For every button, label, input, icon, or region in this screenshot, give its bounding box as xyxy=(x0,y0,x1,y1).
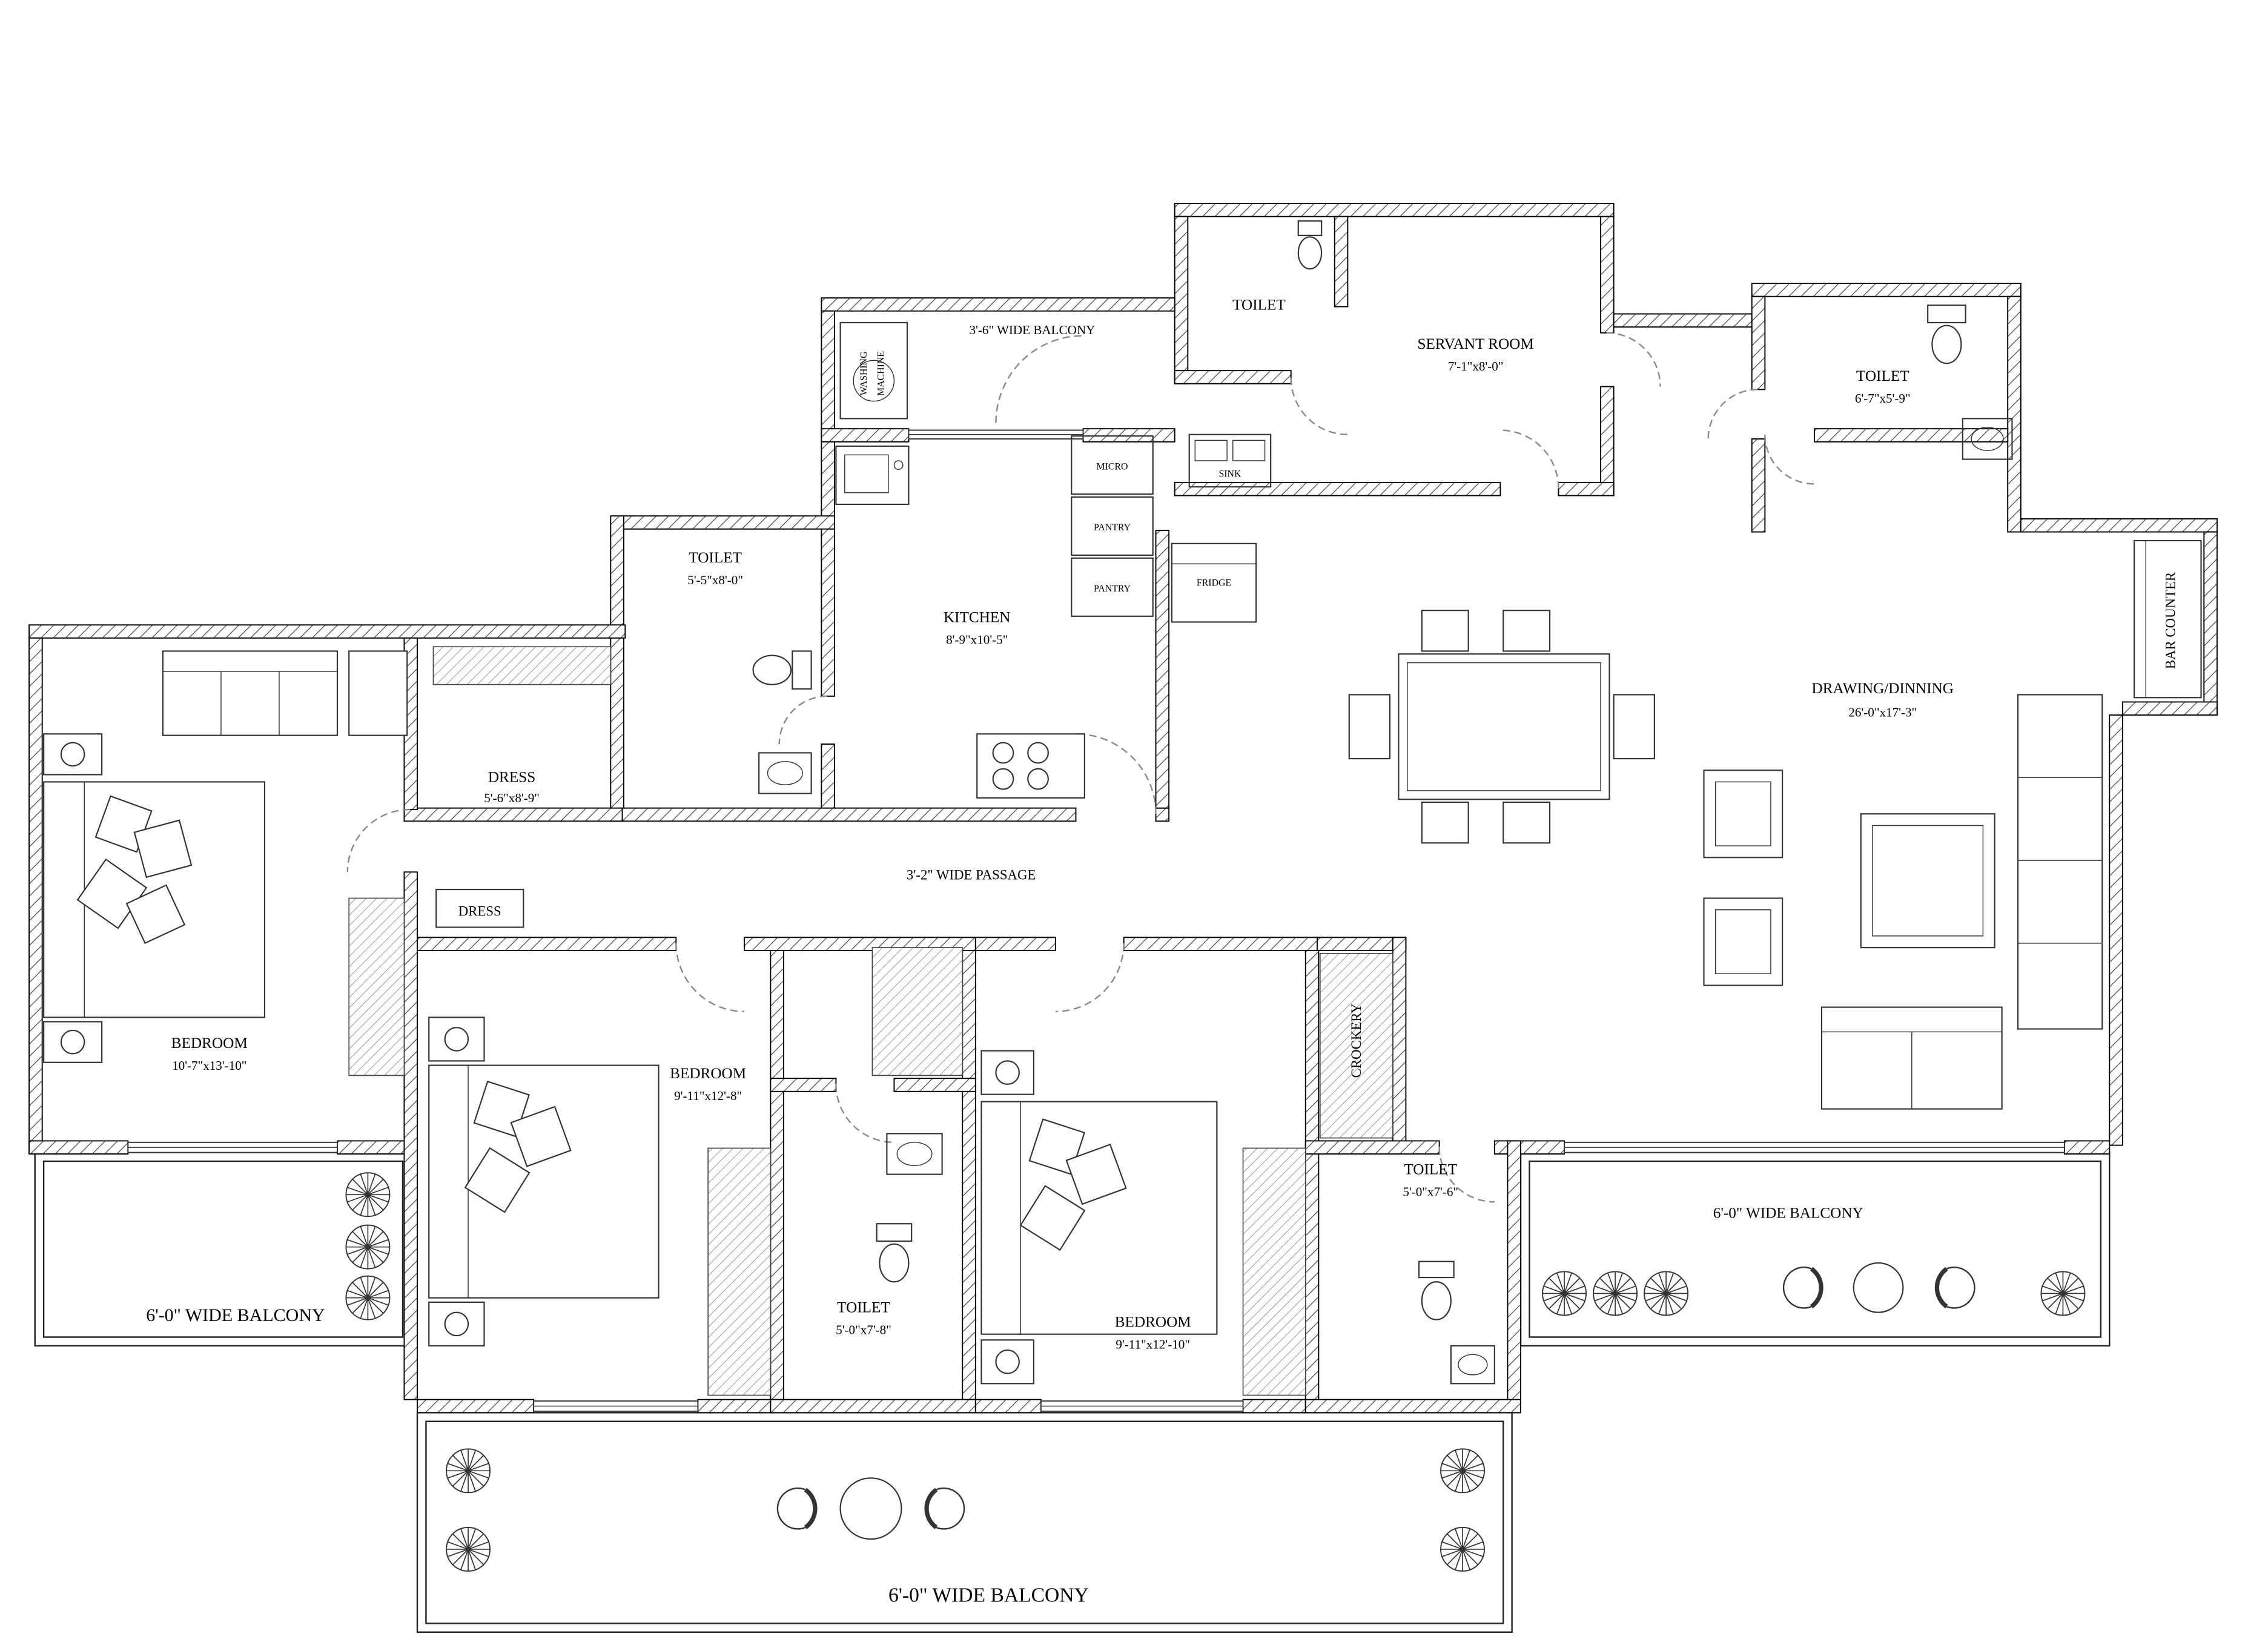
plants-and-patio xyxy=(345,1172,2086,1572)
room-dims-dress-main: 5'-6"x8'-9" xyxy=(484,791,540,805)
label-washing-line2: MACHINE xyxy=(876,351,887,396)
room-label-toilet-mid: TOILET xyxy=(837,1300,890,1316)
label-bar-counter: BAR COUNTER xyxy=(2163,572,2178,669)
room-label-toilet-right: TOILET xyxy=(1404,1162,1457,1178)
sliding-windows xyxy=(127,429,2065,1412)
label-crockery: CROCKERY xyxy=(1349,1003,1364,1078)
label-micro: MICRO xyxy=(1097,461,1128,472)
furniture-bedroom-mid xyxy=(428,1017,660,1346)
label-sink: SINK xyxy=(1218,469,1241,479)
room-dims-toilet-right: 5'-0"x7'-6" xyxy=(1403,1185,1458,1199)
furniture-bedroom-left xyxy=(43,650,408,1063)
label-pantry-1: PANTRY xyxy=(1094,522,1131,533)
label-pantry-2: PANTRY xyxy=(1094,584,1131,594)
door-swings xyxy=(346,332,1814,1203)
room-label-drawing-dining: DRAWING/DINNING xyxy=(1812,681,1954,697)
room-dims-bedroom-mid: 9'-11"x12'-8" xyxy=(674,1089,742,1103)
furniture-bedroom-right xyxy=(980,1050,1218,1385)
label-fridge: FRIDGE xyxy=(1197,578,1231,588)
room-label-bedroom-mid: BEDROOM xyxy=(670,1066,746,1082)
room-dims-drawing-dining: 26'-0"x17'-3" xyxy=(1848,705,1917,719)
room-dims-kitchen: 8'-9"x10'-5" xyxy=(946,632,1008,647)
room-label-bedroom-left: BEDROOM xyxy=(171,1035,248,1052)
furniture-kitchen xyxy=(835,321,1272,799)
dress-box xyxy=(435,889,524,928)
room-label-servant-toilet: TOILET xyxy=(1232,297,1286,313)
room-label-toilet-top-right: TOILET xyxy=(1856,368,1909,384)
room-label-dress-small: DRESS xyxy=(458,903,501,918)
room-dims-toilet-top-right: 6'-7"x5'-9" xyxy=(1855,391,1911,406)
label-balcony-top: 3'-6" WIDE BALCONY xyxy=(970,323,1096,337)
room-label-bedroom-right: BEDROOM xyxy=(1115,1314,1191,1331)
room-label-dress-main: DRESS xyxy=(488,769,535,785)
fixtures-toilets xyxy=(752,220,2013,1385)
room-dims-servant-room: 7'-1"x8'-0" xyxy=(1448,359,1504,374)
room-dims-toilet-kitchen: 5'-5"x8'-0" xyxy=(687,573,743,587)
wardrobes-shelves xyxy=(348,646,1394,1396)
label-balcony-left: 6'-0" WIDE BALCONY xyxy=(146,1305,325,1325)
furniture-living xyxy=(1703,539,2202,1110)
label-balcony-right: 6'-0" WIDE BALCONY xyxy=(1713,1205,1863,1222)
labels: TOILET SERVANT ROOM 7'-1"x8'-0" TOILET 6… xyxy=(146,297,2178,1606)
room-dims-toilet-mid: 5'-0"x7'-8" xyxy=(836,1323,891,1337)
label-passage: 3'-2" WIDE PASSAGE xyxy=(907,867,1036,882)
room-label-kitchen: KITCHEN xyxy=(944,609,1011,625)
walls xyxy=(28,203,2218,1414)
furniture-dining xyxy=(1348,610,1655,844)
label-balcony-bottom: 6'-0" WIDE BALCONY xyxy=(888,1584,1089,1606)
room-dims-bedroom-right: 9'-11"x12'-10" xyxy=(1116,1337,1190,1352)
room-label-servant-room: SERVANT ROOM xyxy=(1417,336,1533,352)
room-dims-bedroom-left: 10'-7"x13'-10" xyxy=(172,1058,246,1073)
label-washing-line1: WASHING xyxy=(859,351,869,395)
room-label-toilet-kitchen: TOILET xyxy=(689,550,742,566)
